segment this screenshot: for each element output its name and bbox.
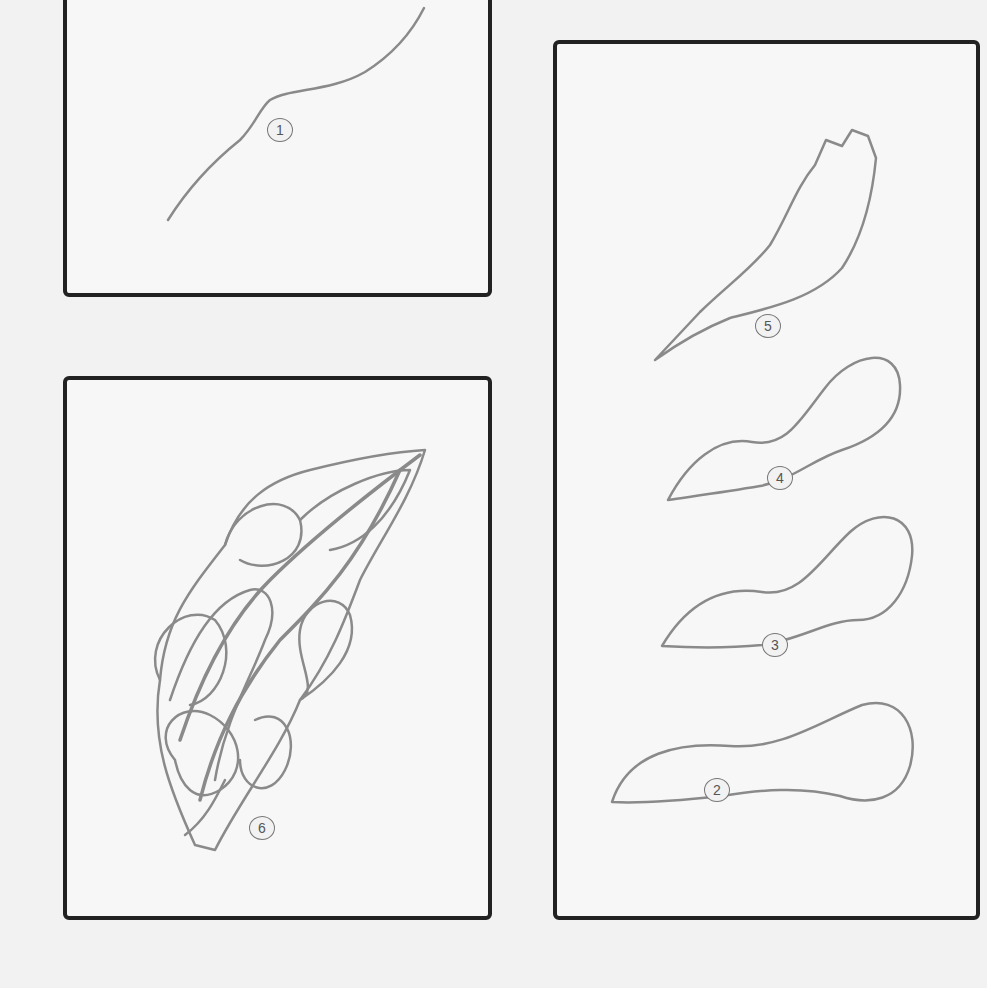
- callout-number: 1: [267, 118, 293, 142]
- chain-shape: [612, 703, 913, 803]
- chain-shape: [662, 517, 912, 647]
- panel-frame: [555, 42, 978, 918]
- panel-frame: [65, 0, 490, 295]
- chain-shape: [655, 130, 876, 360]
- folded-tangle: [155, 450, 425, 850]
- panel-frame: [65, 378, 490, 918]
- callout-number: 5: [755, 314, 781, 338]
- callout-number: 4: [767, 466, 793, 490]
- callout-number: 3: [762, 633, 788, 657]
- callout-number: 2: [704, 778, 730, 802]
- chain-strand: [168, 8, 424, 220]
- callout-number: 6: [249, 816, 275, 840]
- chain-shape: [668, 358, 900, 500]
